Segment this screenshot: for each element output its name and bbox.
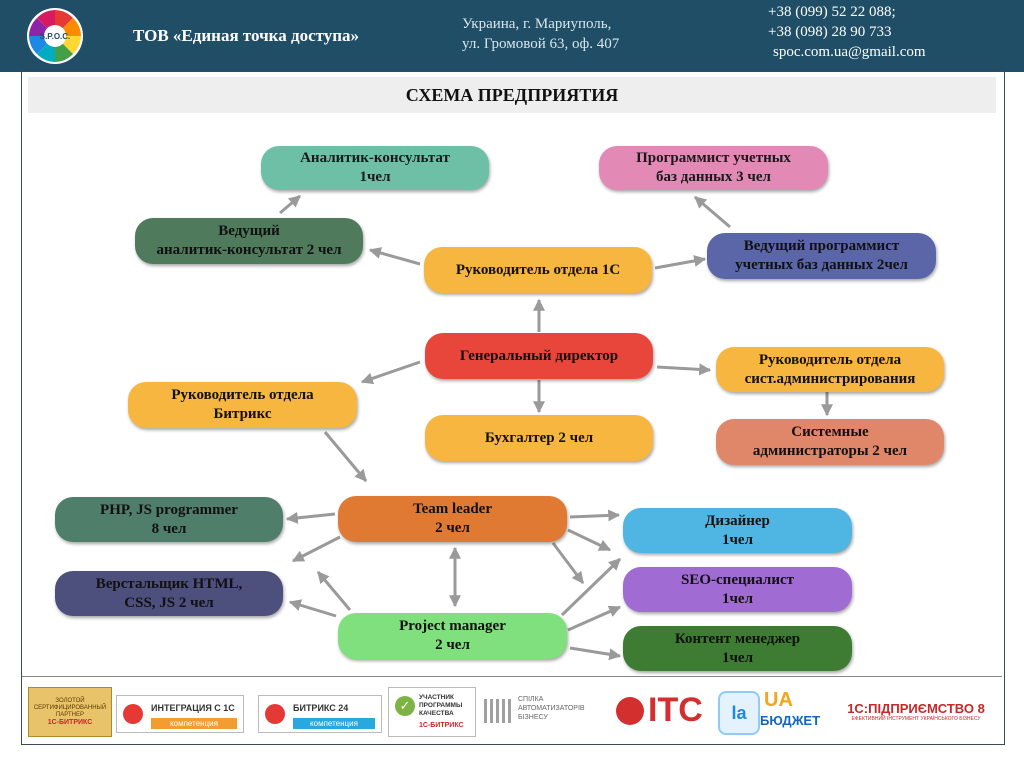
address-line-1: Украина, г. Мариуполь, bbox=[462, 16, 612, 32]
integration-1c-logo: ИНТЕГРАЦИЯ С 1С компетенция bbox=[116, 695, 244, 733]
node-seo: SEO-специалист 1чел bbox=[623, 567, 852, 612]
arrow-head1c-leadprog bbox=[654, 255, 707, 270]
node-lead-programmer-db: Ведущий программист учетных баз данных 2… bbox=[707, 233, 936, 279]
arrow-teamleader-seo bbox=[551, 542, 585, 584]
arrow-teamleader-html bbox=[291, 535, 341, 563]
arrow-teamleader-content bbox=[567, 528, 612, 552]
node-head-bitrix: Руководитель отдела Битрикс bbox=[128, 382, 357, 428]
slide-title: СХЕМА ПРЕДПРИЯТИЯ bbox=[405, 85, 619, 105]
bitrix-circle-icon bbox=[123, 704, 143, 724]
arrow-teamleader-designer bbox=[569, 509, 621, 522]
node-php-js: PHP, JS programmer 8 чел bbox=[55, 497, 283, 542]
arrow-pm-content bbox=[569, 646, 622, 661]
partner-logos: ЗОЛОТОЙ СЕРТИФИЦИРОВАННЫЙ ПАРТНЕР 1С-БИТ… bbox=[22, 676, 1002, 741]
node-content-manager: Контент менеджер 1чел bbox=[623, 626, 852, 671]
company-name: ТОВ «Единая точка доступа» bbox=[133, 26, 360, 45]
header-bar: S.P.O.C. ТОВ «Единая точка доступа» Укра… bbox=[0, 0, 1024, 72]
la-badge-icon: la bbox=[718, 691, 760, 735]
arrow-pm-php bbox=[316, 571, 352, 611]
arrow-pm-designer bbox=[560, 557, 622, 617]
node-sysadmins: Системные администраторы 2 чел bbox=[716, 419, 944, 465]
arrow-leadanalyst-analyst bbox=[279, 194, 301, 215]
arrow-head1c-leadanalyst bbox=[368, 247, 421, 266]
phone-2: +38 (098) 28 90 733 bbox=[768, 24, 892, 40]
node-head-sysadmin: Руководитель отдела сист.администрирован… bbox=[716, 347, 944, 392]
itc-logo: ITC bbox=[614, 689, 706, 733]
node-team-leader: Team leader 2 чел bbox=[338, 496, 567, 542]
quality-program-logo: ✓ УЧАСТНИК ПРОГРАММЫ КАЧЕСТВА 1С-БИТРИКС bbox=[388, 687, 476, 737]
node-project-manager: Project manager 2 чел bbox=[338, 613, 567, 659]
ua-budget-logo: la UA БЮДЖЕТ bbox=[716, 687, 828, 735]
arrow-pm-seo bbox=[567, 605, 622, 632]
node-accountant: Бухгалтер 2 чел bbox=[425, 415, 653, 461]
arrow-ceo-headbitrix bbox=[360, 360, 421, 385]
node-head-1c: Руководитель отдела 1С bbox=[424, 247, 652, 293]
dots-grid-icon bbox=[484, 699, 512, 723]
bitrix-circle-icon-2 bbox=[265, 704, 285, 724]
node-lead-analyst: Ведущий аналитик-консультат 2 чел bbox=[135, 218, 363, 264]
arrow-headbitrix-teamleader bbox=[323, 431, 368, 482]
node-designer: Дизайнер 1чел bbox=[623, 508, 852, 553]
contacts: +38 (099) 52 22 088; +38 (098) 28 90 733… bbox=[768, 2, 926, 62]
arrow-leadprog-prog bbox=[694, 195, 731, 229]
title-bar: СХЕМА ПРЕДПРИЯТИЯ bbox=[28, 77, 996, 113]
bitrix24-logo: БИТРИКС 24 компетенция bbox=[258, 695, 382, 733]
flower-icon bbox=[616, 697, 644, 725]
spoc-logo-icon: S.P.O.C. bbox=[27, 8, 83, 64]
checkmark-badge-icon: ✓ bbox=[395, 696, 415, 716]
1c-enterprise-logo: 1С:ПІДПРИЄМСТВО 8 ЕФЕКТИВНИЙ ІНСТРУМЕНТ … bbox=[847, 700, 985, 722]
node-ceo: Генеральный директор bbox=[425, 333, 653, 379]
logo-text: S.P.O.C. bbox=[40, 32, 71, 41]
node-programmer-db: Программист учетных баз данных 3 чел bbox=[599, 146, 828, 190]
gold-partner-logo: ЗОЛОТОЙ СЕРТИФИЦИРОВАННЫЙ ПАРТНЕР 1С-БИТ… bbox=[28, 687, 112, 737]
phone-1: +38 (099) 52 22 088; bbox=[768, 4, 896, 20]
arrow-teamleader-php bbox=[285, 511, 336, 524]
address-line-2: ул. Громовой 63, оф. 407 bbox=[462, 36, 620, 52]
email: spoc.com.ua@gmail.com bbox=[773, 44, 926, 60]
automators-union-logo: СПІЛКА АВТОМАТИЗАТОРІВ БІЗНЕСУ bbox=[482, 689, 602, 733]
arrow-pm-html bbox=[288, 599, 337, 618]
arrow-ceo-headsysadmin bbox=[656, 363, 712, 376]
address: Украина, г. Мариуполь, ул. Громовой 63, … bbox=[462, 14, 619, 54]
node-html-css: Верстальщик HTML, CSS, JS 2 чел bbox=[55, 571, 283, 616]
node-analyst: Аналитик-консультат 1чел bbox=[261, 146, 489, 190]
